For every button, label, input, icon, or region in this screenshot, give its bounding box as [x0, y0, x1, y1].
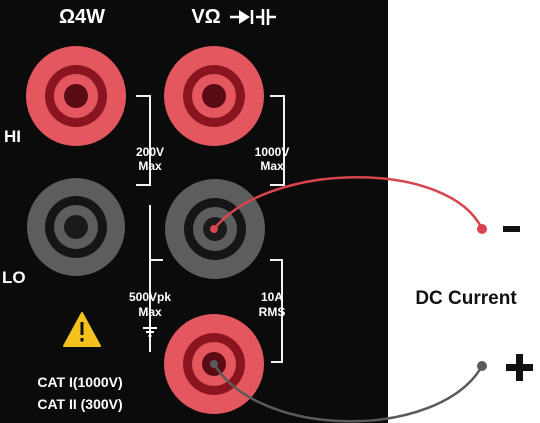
hi-input-max-suffix: Max — [260, 159, 284, 173]
lo-peak-suffix: Max — [138, 305, 162, 319]
terminal-lo-sense[interactable] — [27, 178, 125, 276]
probe-leads — [212, 176, 484, 423]
cat-rating-2: CAT II (300V) — [37, 396, 122, 412]
hi-label: HI — [4, 127, 21, 146]
minus-sign-icon — [503, 226, 520, 232]
current-rating-suffix: RMS — [259, 305, 286, 319]
hi-sense-max-suffix: Max — [138, 159, 162, 173]
black-lead-tip — [210, 360, 218, 368]
lo-label: LO — [2, 268, 26, 287]
warning-icon — [63, 312, 101, 347]
black-probe-lead — [212, 362, 484, 423]
plus-sign-icon — [506, 354, 533, 381]
diode-icon — [230, 10, 254, 24]
cat-rating-1: CAT I(1000V) — [37, 374, 122, 390]
hi-sense-max-value: 200V — [136, 145, 164, 159]
ground-icon — [143, 320, 157, 337]
red-lead-tip — [210, 225, 218, 233]
minus-probe-end — [477, 224, 487, 234]
capacitor-icon — [256, 9, 276, 25]
hi-input-max-value: 1000V — [255, 145, 290, 159]
terminal-hi-sense-4w[interactable] — [26, 46, 126, 146]
terminal-label-v-ohm: VΩ — [191, 6, 220, 28]
red-probe-lead — [212, 176, 484, 231]
current-rating-value: 10A — [261, 290, 283, 304]
terminal-label-4w: Ω4W — [59, 6, 105, 28]
measurement-label: DC Current — [415, 288, 517, 309]
terminal-hi-input-v-ohm[interactable] — [164, 46, 264, 146]
lo-peak-value: 500Vpk — [129, 290, 171, 304]
plus-probe-end — [477, 361, 487, 371]
